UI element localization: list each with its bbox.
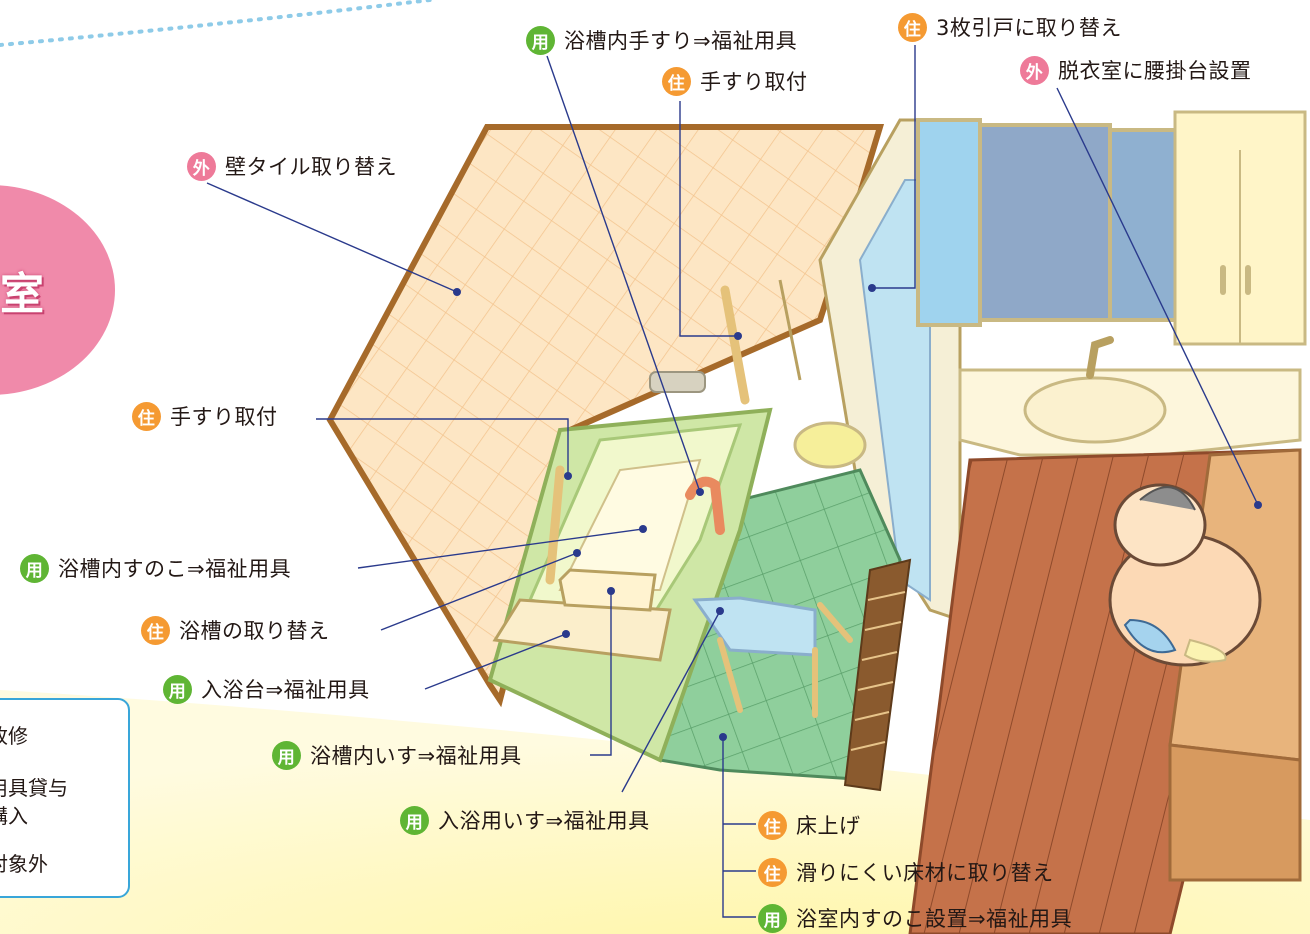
legend-item-renovation: 改修 [0,724,28,748]
ju-badge-icon: 住 [758,810,787,840]
legend-item-excluded: 対象外 [0,852,48,876]
section-circle [0,185,115,395]
yo-badge-icon: 用 [272,740,301,770]
label-bathroom-slatted: 用 浴室内すのこ設置⇒福祉用具 [758,903,1072,933]
wall-handrail-right [720,285,750,405]
yo-badge-icon: 用 [163,674,192,704]
ju-badge-icon: 住 [141,615,170,645]
ju-badge-icon: 住 [758,857,787,887]
label-floor-raise: 住 床上げ [758,810,861,840]
yo-badge-icon: 用 [758,903,787,933]
gai-badge-icon: 外 [187,151,216,181]
label-wall-tile: 外 壁タイル取り替え [187,151,397,181]
label-three-sliding-doors: 住 3枚引戸に取り替え [898,12,1122,42]
tile-wall [326,124,885,708]
shower-hose [778,279,802,381]
label-shower-chair: 用 入浴用いす⇒福祉用具 [400,805,650,835]
label-handrail-top: 住 手すり取付 [662,66,808,96]
shower-chair-seat [692,596,817,657]
gai-badge-icon: 外 [1020,55,1049,85]
faucet [1086,336,1114,379]
legend-box: 改修 用具貸与 購入 対象外 [0,698,130,898]
label-handrail-left: 住 手すり取付 [132,401,278,431]
label-tub-chair: 用 浴槽内いす⇒福祉用具 [272,740,522,770]
yo-badge-icon: 用 [20,553,49,583]
dotted-decoration [0,0,432,47]
window-left [916,118,982,327]
window-right2 [1108,128,1182,322]
label-bath-board: 用 入浴台⇒福祉用具 [163,674,370,704]
ju-badge-icon: 住 [662,66,691,96]
ju-badge-icon: 住 [898,12,927,42]
elderly-person [1108,483,1262,667]
yo-badge-icon: 用 [400,805,429,835]
window-right [978,123,1112,322]
leader-dots [453,284,1262,741]
label-tub-replace: 住 浴槽の取り替え [141,615,330,645]
label-dressing-bench: 外 脱衣室に腰掛台設置 [1020,55,1252,85]
drain-grate [843,558,912,792]
yo-badge-icon: 用 [526,25,555,55]
leader-lines [206,45,1259,918]
legend-item-rental: 用具貸与 [0,776,68,800]
door-glass [858,179,931,602]
wash-basin [793,421,867,469]
label-nonslip-floor: 住 滑りにくい床材に取り替え [758,857,1054,887]
tub-handrail [685,476,725,535]
section-title: 室 [0,269,46,320]
label-tub-slatted-floor: 用 浴槽内すのこ⇒福祉用具 [20,553,291,583]
ju-badge-icon: 住 [132,401,161,431]
wall-handrail-left [545,465,565,585]
sink [1023,376,1167,444]
legend-item-purchase: 購入 [0,804,28,828]
label-tub-handrail-tool: 用 浴槽内手すり⇒福祉用具 [526,25,797,55]
